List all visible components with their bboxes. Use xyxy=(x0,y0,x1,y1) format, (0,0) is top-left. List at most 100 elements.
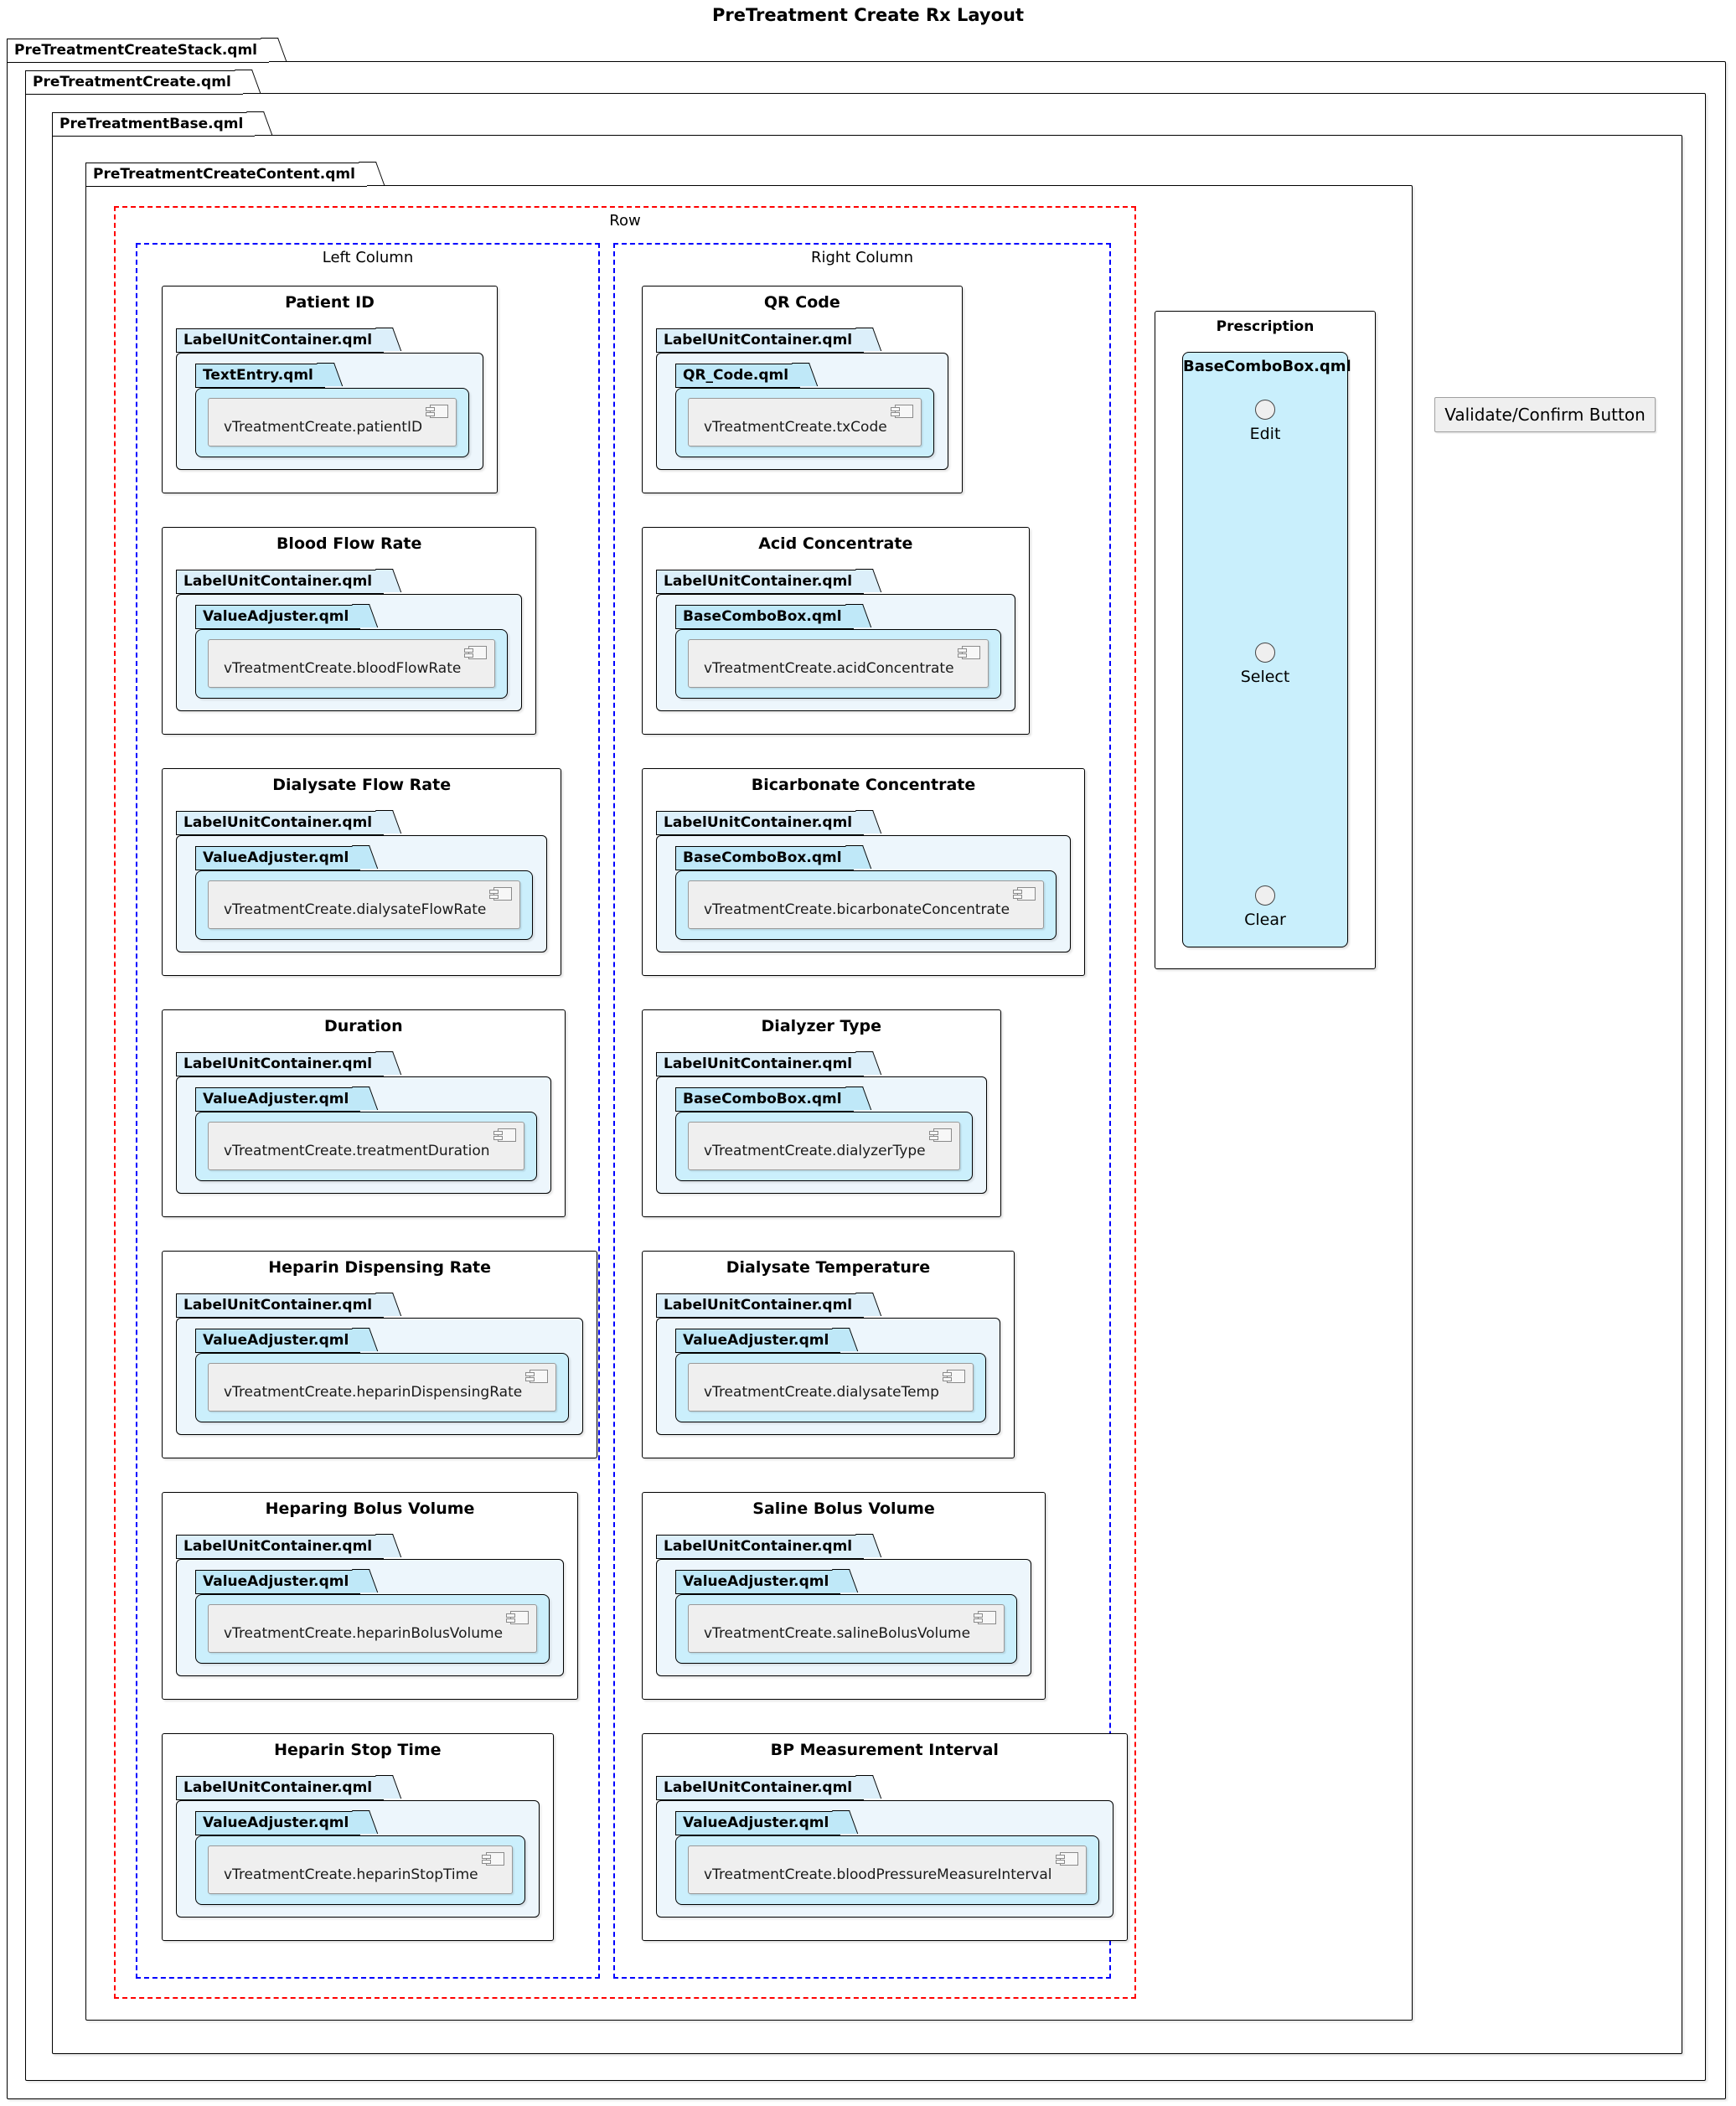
frame-tab-content: PreTreatmentCreateContent.qml xyxy=(85,163,367,187)
right-column-items: QR Code LabelUnitContainer.qml QR_Code.q… xyxy=(642,286,1128,1941)
field-box: QR Code LabelUnitContainer.qml QR_Code.q… xyxy=(642,286,963,493)
label-unit-container-frame: LabelUnitContainer.qml BaseComboBox.qml … xyxy=(656,570,1015,711)
widget-frame-tab: ValueAdjuster.qml xyxy=(195,605,361,629)
widget-frame: TextEntry.qml vTreatmentCreate.patientID xyxy=(195,364,470,457)
frame-pretreatment-create-stack: PreTreatmentCreateStack.qml PreTreatment… xyxy=(7,39,1726,2099)
widget-frame-tab: TextEntry.qml xyxy=(195,364,325,388)
field-box: Dialysate Temperature LabelUnitContainer… xyxy=(642,1251,1015,1458)
combo-option-clear: Clear xyxy=(1183,885,1347,929)
widget-frame: ValueAdjuster.qml vTreatmentCreate.hepar… xyxy=(195,1570,550,1664)
field-title: QR Code xyxy=(763,293,840,312)
frame-pretreatment-base: PreTreatmentBase.qml PreTreatmentCreateC… xyxy=(52,112,1682,2054)
container-frame-tab: LabelUnitContainer.qml xyxy=(656,570,865,594)
widget-frame-tab: ValueAdjuster.qml xyxy=(195,1087,361,1112)
frame-tab-base: PreTreatmentBase.qml xyxy=(52,112,256,137)
component-box: vTreatmentCreate.dialyzerType xyxy=(688,1122,960,1170)
combo-option-select: Select xyxy=(1183,643,1347,686)
component-box: vTreatmentCreate.dialysateTemp xyxy=(688,1363,974,1412)
field-title: Dialysate Temperature xyxy=(726,1258,931,1277)
field-title: Saline Bolus Volume xyxy=(752,1499,935,1518)
component-label: vTreatmentCreate.dialyzerType xyxy=(704,1143,926,1159)
frame-tab-stack: PreTreatmentCreateStack.qml xyxy=(7,39,269,63)
field-box: Patient ID LabelUnitContainer.qml TextEn… xyxy=(162,286,499,493)
frame-pretreatment-create: PreTreatmentCreate.qml PreTreatmentBase.… xyxy=(25,70,1706,2081)
component-icon xyxy=(957,646,980,659)
component-icon xyxy=(506,1611,530,1624)
row-label: Row xyxy=(609,212,641,230)
component-box: vTreatmentCreate.treatmentDuration xyxy=(208,1122,524,1170)
component-box: vTreatmentCreate.dialysateFlowRate xyxy=(208,880,521,929)
combo-option-label: Select xyxy=(1240,668,1290,686)
container-frame-tab: LabelUnitContainer.qml xyxy=(176,328,385,353)
widget-frame-tab: BaseComboBox.qml xyxy=(675,846,854,870)
widget-frame: BaseComboBox.qml vTreatmentCreate.bicarb… xyxy=(675,846,1057,940)
component-label: vTreatmentCreate.heparinBolusVolume xyxy=(224,1625,504,1642)
left-column: Left Column Patient ID LabelUnitContaine… xyxy=(136,243,600,1979)
field-box: Blood Flow Rate LabelUnitContainer.qml V… xyxy=(162,527,537,735)
component-box: vTreatmentCreate.bloodFlowRate xyxy=(208,639,496,688)
component-icon xyxy=(890,405,913,418)
label-unit-container-frame: LabelUnitContainer.qml BaseComboBox.qml … xyxy=(656,811,1072,952)
field-title: Heparin Dispensing Rate xyxy=(268,1258,492,1277)
widget-frame-tab: ValueAdjuster.qml xyxy=(195,846,361,870)
component-label: vTreatmentCreate.patientID xyxy=(224,419,423,436)
page-title: PreTreatment Create Rx Layout xyxy=(711,5,1025,25)
component-box: vTreatmentCreate.acidConcentrate xyxy=(688,639,989,688)
widget-frame: ValueAdjuster.qml vTreatmentCreate.dialy… xyxy=(195,846,534,940)
label-unit-container-frame: LabelUnitContainer.qml ValueAdjuster.qml… xyxy=(656,1776,1113,1918)
component-box: vTreatmentCreate.patientID xyxy=(208,398,457,446)
widget-frame: ValueAdjuster.qml vTreatmentCreate.hepar… xyxy=(195,1811,525,1905)
frame-tab-create: PreTreatmentCreate.qml xyxy=(25,70,243,95)
widget-frame-tab: ValueAdjuster.qml xyxy=(675,1811,841,1835)
container-frame-tab: LabelUnitContainer.qml xyxy=(176,570,385,594)
field-box: Bicarbonate Concentrate LabelUnitContain… xyxy=(642,768,1086,976)
widget-frame: BaseComboBox.qml vTreatmentCreate.dialyz… xyxy=(675,1087,973,1181)
component-box: vTreatmentCreate.salineBolusVolume xyxy=(688,1604,1005,1653)
label-unit-container-frame: LabelUnitContainer.qml TextEntry.qml vTr… xyxy=(176,328,484,470)
combo-option-label: Edit xyxy=(1249,425,1281,443)
label-unit-container-frame: LabelUnitContainer.qml ValueAdjuster.qml… xyxy=(176,1535,565,1676)
label-unit-container-frame: LabelUnitContainer.qml ValueAdjuster.qml… xyxy=(176,570,523,711)
label-unit-container-frame: LabelUnitContainer.qml ValueAdjuster.qml… xyxy=(656,1293,1000,1435)
component-icon xyxy=(974,1611,997,1624)
label-unit-container-frame: LabelUnitContainer.qml ValueAdjuster.qml… xyxy=(176,1293,584,1435)
field-box: Heparin Stop Time LabelUnitContainer.qml… xyxy=(162,1733,554,1941)
container-frame-tab: LabelUnitContainer.qml xyxy=(176,1052,385,1076)
component-box: vTreatmentCreate.bicarbonateConcentrate xyxy=(688,880,1045,929)
combo-option-label: Clear xyxy=(1244,911,1286,929)
container-frame-tab: LabelUnitContainer.qml xyxy=(176,1293,385,1318)
field-title: Patient ID xyxy=(285,293,375,312)
field-box: Duration LabelUnitContainer.qml ValueAdj… xyxy=(162,1009,566,1217)
component-label: vTreatmentCreate.treatmentDuration xyxy=(224,1143,490,1159)
field-title: Duration xyxy=(323,1017,403,1035)
component-label: vTreatmentCreate.bloodPressureMeasureInt… xyxy=(704,1866,1052,1883)
component-icon xyxy=(464,646,488,659)
widget-frame-tab: BaseComboBox.qml xyxy=(675,1087,854,1112)
field-box: Dialyzer Type LabelUnitContainer.qml Bas… xyxy=(642,1009,1001,1217)
container-frame-tab: LabelUnitContainer.qml xyxy=(656,811,865,835)
label-unit-container-frame: LabelUnitContainer.qml BaseComboBox.qml … xyxy=(656,1052,987,1194)
component-icon xyxy=(481,1852,504,1866)
component-box: vTreatmentCreate.bloodPressureMeasureInt… xyxy=(688,1845,1087,1894)
combo-option-edit: Edit xyxy=(1183,400,1347,443)
interface-circle-icon xyxy=(1255,400,1275,420)
widget-frame-tab: ValueAdjuster.qml xyxy=(195,1329,361,1353)
field-title: BP Measurement Interval xyxy=(770,1741,999,1759)
widget-frame-tab: ValueAdjuster.qml xyxy=(195,1570,361,1594)
component-icon xyxy=(426,405,449,418)
component-icon xyxy=(525,1370,549,1383)
widget-frame: ValueAdjuster.qml vTreatmentCreate.salin… xyxy=(675,1570,1018,1664)
component-label: vTreatmentCreate.bloodFlowRate xyxy=(224,660,462,677)
container-frame-tab: LabelUnitContainer.qml xyxy=(176,811,385,835)
component-label: vTreatmentCreate.salineBolusVolume xyxy=(704,1625,971,1642)
label-unit-container-frame: LabelUnitContainer.qml QR_Code.qml vTrea… xyxy=(656,328,948,470)
container-frame-tab: LabelUnitContainer.qml xyxy=(176,1535,385,1559)
frame-pretreatment-create-content: PreTreatmentCreateContent.qml Row Left C… xyxy=(85,163,1413,2021)
field-title: Dialyzer Type xyxy=(761,1017,882,1035)
field-box: Saline Bolus Volume LabelUnitContainer.q… xyxy=(642,1492,1046,1700)
widget-frame-tab: BaseComboBox.qml xyxy=(675,605,854,629)
container-frame-tab: LabelUnitContainer.qml xyxy=(656,1535,865,1559)
widget-frame-tab: ValueAdjuster.qml xyxy=(675,1570,841,1594)
field-title: Bicarbonate Concentrate xyxy=(751,776,976,794)
